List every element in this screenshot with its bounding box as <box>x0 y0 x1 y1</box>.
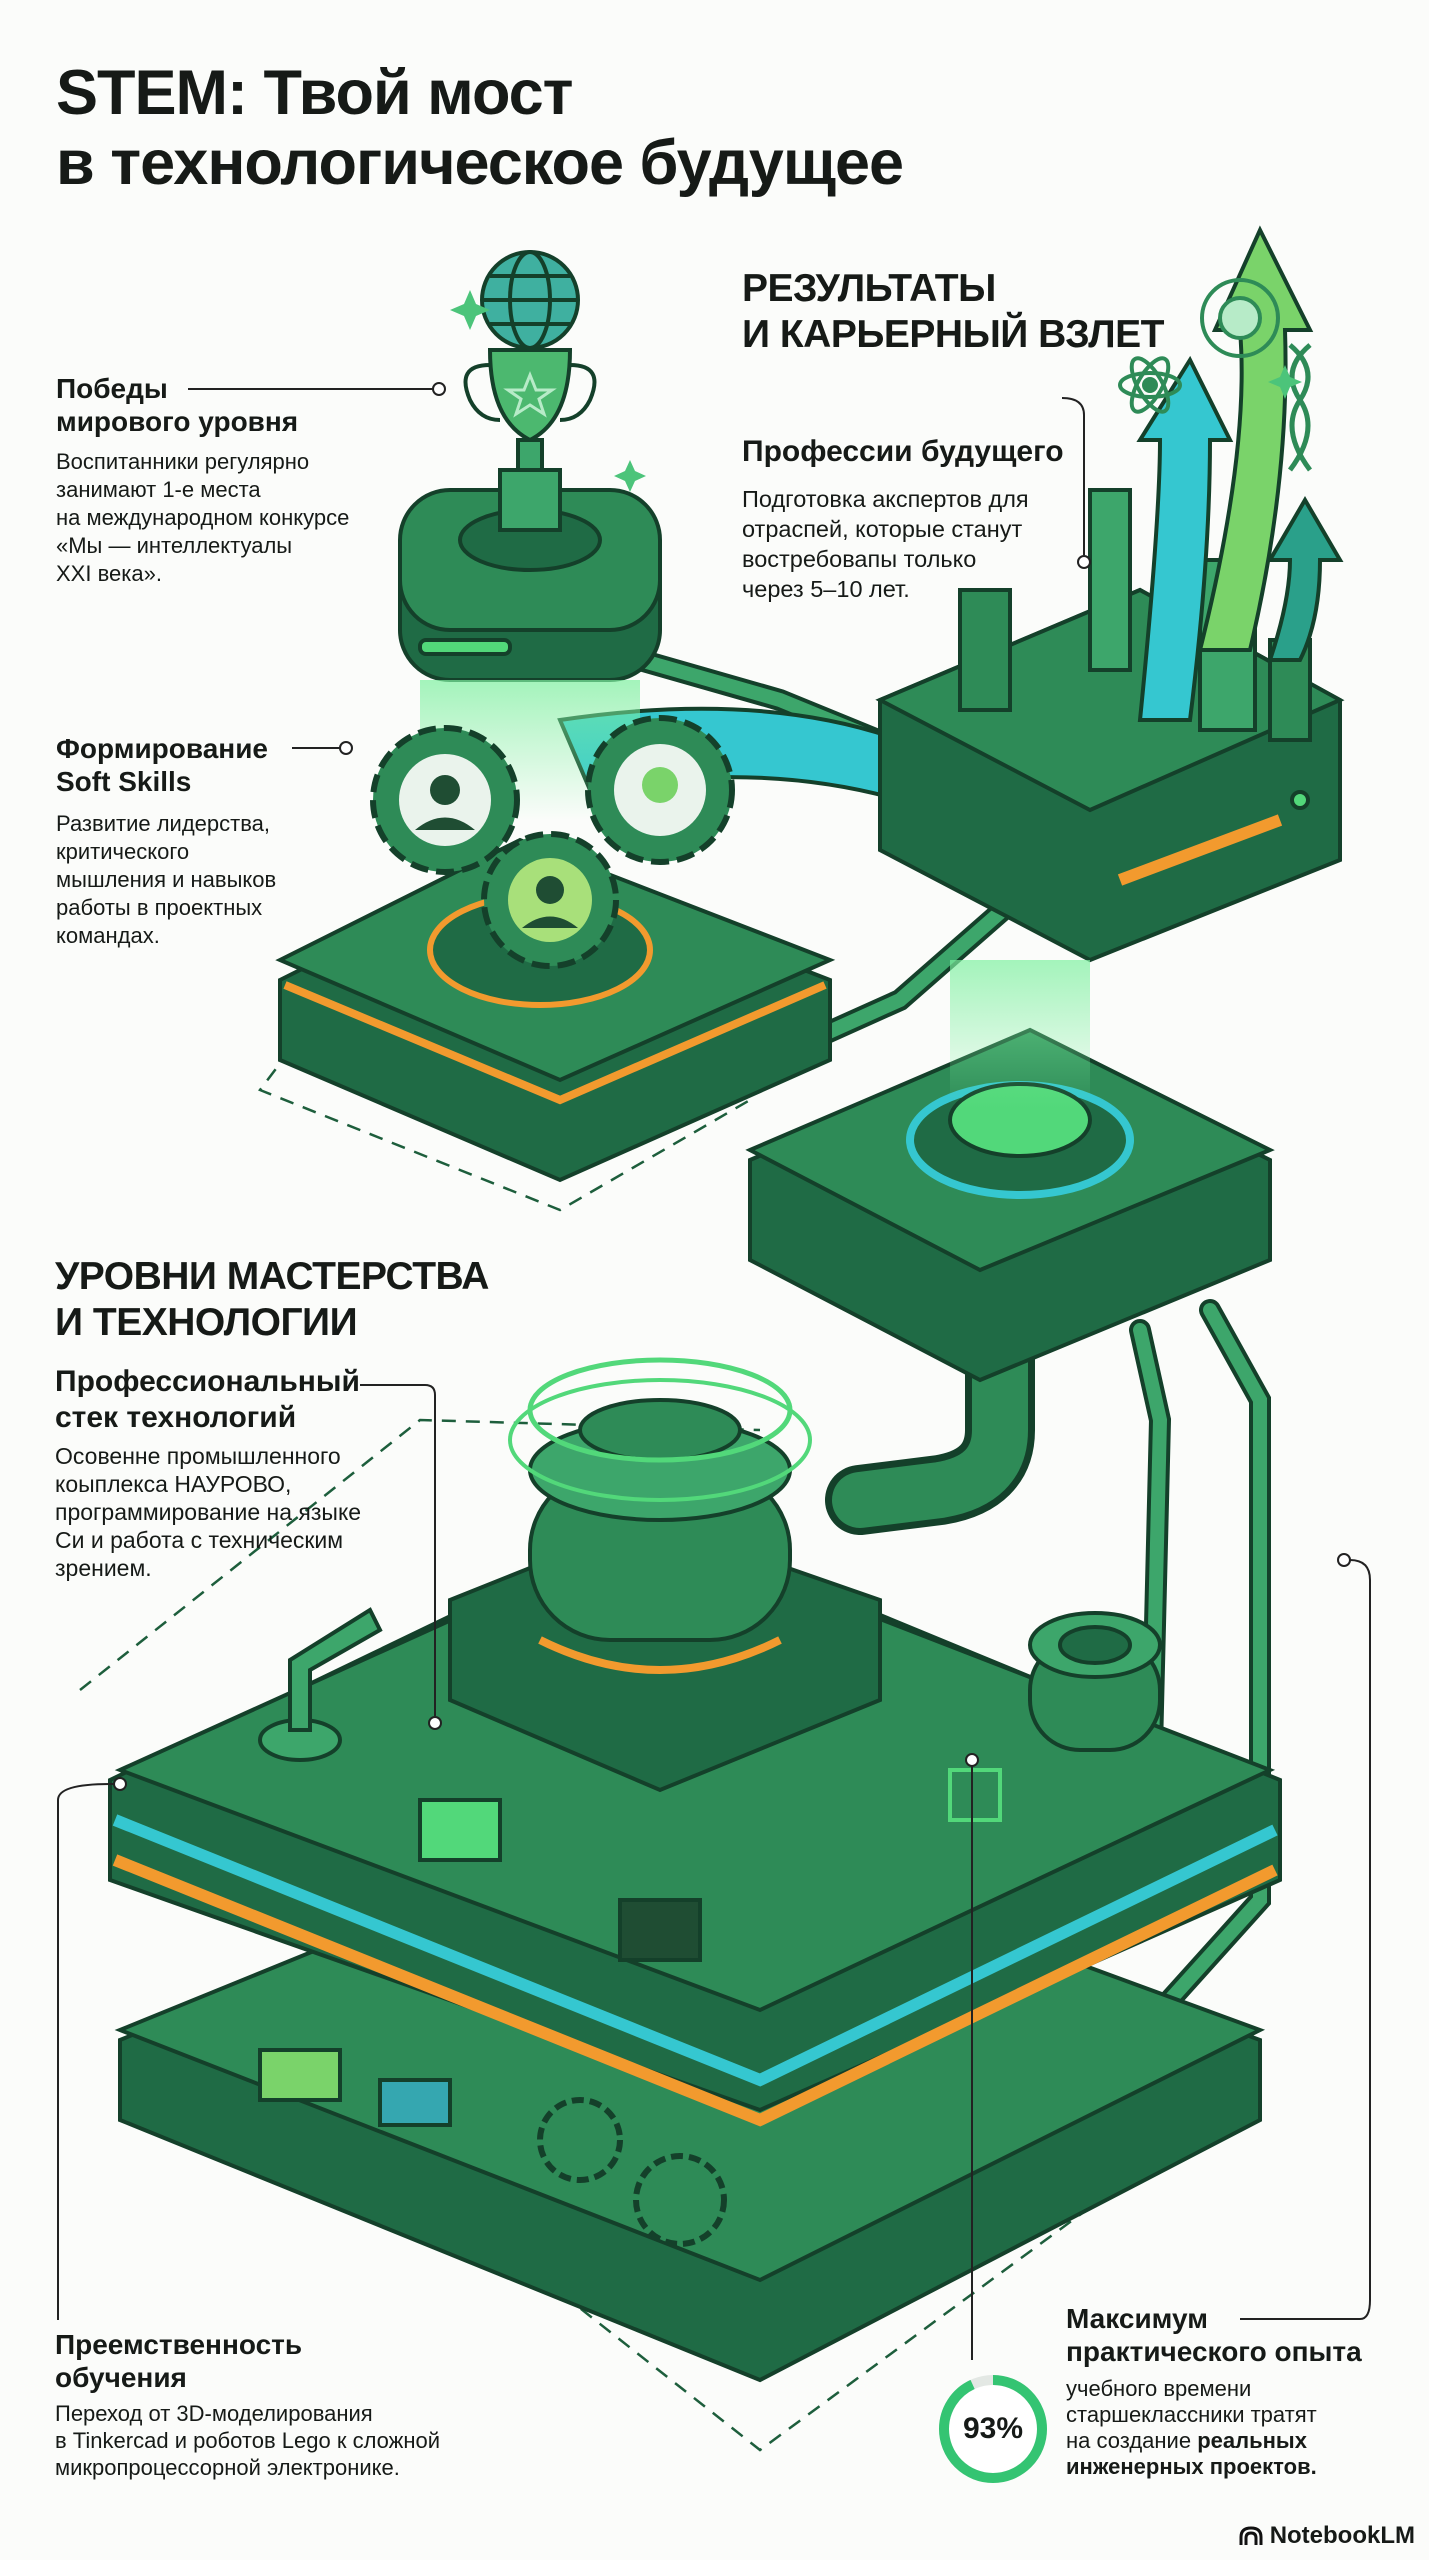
percent-label: 93% <box>962 2412 1024 2445</box>
text-line: в Tinkercad и роботов Lego к сложной <box>55 2428 441 2453</box>
professions-description: Подготовка акспертов для отраспей, котор… <box>742 484 1064 604</box>
page-title: STEM: Твой мост в технологическое будуще… <box>56 58 904 198</box>
practice-title-line-2: практического опыта <box>1066 2336 1362 2367</box>
globe-icon <box>480 250 580 350</box>
percent-ring <box>939 2375 1047 2483</box>
soft-skills-title-line-2: Soft Skills <box>56 766 192 797</box>
sparkle-icons <box>450 290 1302 492</box>
mastery-heading-line-1: УРОВНИ МАСТЕРСТВА <box>55 1255 489 1298</box>
results-heading-line-1: РЕЗУЛЬТАТЫ <box>742 267 996 310</box>
camera-lens-icon <box>1028 1611 1162 1752</box>
light-beam <box>950 960 1090 1110</box>
tech-stack-title-line-2: стек технологий <box>55 1401 297 1434</box>
text-line: командах. <box>56 923 160 948</box>
text-line: работы в проектных <box>56 895 263 920</box>
text-line: микропроцессорной электронике. <box>55 2455 400 2480</box>
soft-skills-title: Формирование Soft Skills <box>56 732 276 798</box>
text-line: через 5–10 лет. <box>742 576 910 602</box>
mastery-section-heading: УРОВНИ МАСТЕРСТВА И ТЕХНОЛОГИИ <box>55 1254 489 1346</box>
text-bold: реальных <box>1197 2428 1307 2453</box>
ring-progress <box>939 2375 1047 2483</box>
science-badge-icon <box>1200 278 1280 358</box>
growth-arrows <box>1136 225 1344 722</box>
tech-stack-title-line-1: Профессиональный <box>55 1365 360 1398</box>
wins-block: Победы мирового уровня Воспитанники регу… <box>56 372 349 588</box>
text-line: занимают 1-е места <box>56 477 261 502</box>
dna-icon <box>1287 343 1313 472</box>
tech-stack-title: Профессиональный стек технологий <box>55 1364 361 1436</box>
text-line: Переход от 3D-моделирования <box>55 2401 373 2426</box>
text-line: коыплекса НАУРОВО, <box>55 1471 292 1497</box>
notebooklm-logo-icon <box>1239 2526 1263 2545</box>
tech-stack-block: Профессиональный стек технологий Осовенн… <box>55 1364 361 1582</box>
atom-icon <box>1118 356 1182 414</box>
wins-title: Победы мирового уровня <box>56 372 349 438</box>
trophy-icon <box>463 348 597 472</box>
soft-skills-description: Развитие лидерства, критического мышлени… <box>56 810 276 950</box>
text-bold: инженерных проектов. <box>1066 2454 1317 2479</box>
continuity-block: Преемственность обучения Переход от 3D-м… <box>55 2328 440 2481</box>
text-line: Развитие лидерства, <box>56 811 271 836</box>
wins-description: Воспитанники регулярно занимают 1-е мест… <box>56 448 349 588</box>
practice-description: учебного времени старшеклассники тратят … <box>1066 2376 1362 2480</box>
text-line: старшеклассники тратят <box>1066 2402 1317 2427</box>
text-line: на международном конкурсе <box>56 505 350 530</box>
practice-block: Максимум практического опыта учебного вр… <box>1066 2302 1362 2480</box>
text-line: критического <box>56 839 190 864</box>
text-line: XXI века». <box>56 561 162 586</box>
text-plain: на создание <box>1066 2428 1198 2453</box>
continuity-title-line-1: Преемственность <box>55 2329 303 2360</box>
text-line: учебного времени <box>1066 2376 1252 2401</box>
person-silhouettes <box>399 744 706 942</box>
continuity-title: Преемственность обучения <box>55 2328 440 2394</box>
text-line: Си и работа с техническим <box>55 1527 344 1553</box>
text-line: на создание реальных <box>1066 2428 1362 2454</box>
mastery-heading-line-2: И ТЕХНОЛОГИИ <box>55 1301 358 1344</box>
text-line: зрением. <box>55 1555 152 1581</box>
results-section-heading: РЕЗУЛЬТАТЫ И КАРЬЕРНЫЙ ВЗЛЕТ <box>742 266 1164 358</box>
robot-arm-icon <box>258 1607 383 1762</box>
trophy-platform <box>398 468 662 682</box>
text-line: программирование на языке <box>55 1499 362 1525</box>
soft-skills-block: Формирование Soft Skills Развитие лидерс… <box>56 732 276 950</box>
title-line-1: STEM: Твой мост <box>56 58 574 128</box>
practice-title: Максимум практического опыта <box>1066 2302 1362 2368</box>
continuity-description: Переход от 3D-моделирования в Tinkercad … <box>55 2400 440 2481</box>
wins-title-line-2: мирового уровня <box>56 406 299 437</box>
text-line: Осовенне промышленного <box>55 1443 341 1469</box>
results-heading-line-2: И КАРЬЕРНЫЙ ВЗЛЕТ <box>742 313 1164 356</box>
tech-stack-description: Осовенне промышленного коыплекса НАУРОВО… <box>55 1442 361 1582</box>
professions-block: Профессии будущего Подготовка акспертов … <box>742 434 1064 604</box>
text-line: востребовапы только <box>742 546 977 572</box>
brand-watermark: NotebookLM <box>1238 2522 1415 2550</box>
text-line: «Мы — интеллектуалы <box>56 533 293 558</box>
leader-lines <box>57 382 1371 2360</box>
text-line: мышления и навыков <box>56 867 277 892</box>
text-line: отраспей, которые станут <box>742 516 1023 542</box>
text-line: Воспитанники регулярно <box>56 449 310 474</box>
processor-platform <box>745 1027 1275 1383</box>
soft-skills-title-line-1: Формирование <box>56 733 268 764</box>
text-line: Подготовка акспертов для <box>742 486 1029 512</box>
central-processor <box>448 1357 882 1793</box>
brand-name: NotebookLM <box>1269 2522 1415 2549</box>
practice-title-line-1: Максимум <box>1066 2303 1208 2334</box>
continuity-title-line-2: обучения <box>55 2362 187 2393</box>
title-line-2: в технологическое будущее <box>56 128 904 198</box>
professions-title: Профессии будущего <box>742 435 1064 468</box>
wins-title-line-1: Победы <box>56 373 168 404</box>
